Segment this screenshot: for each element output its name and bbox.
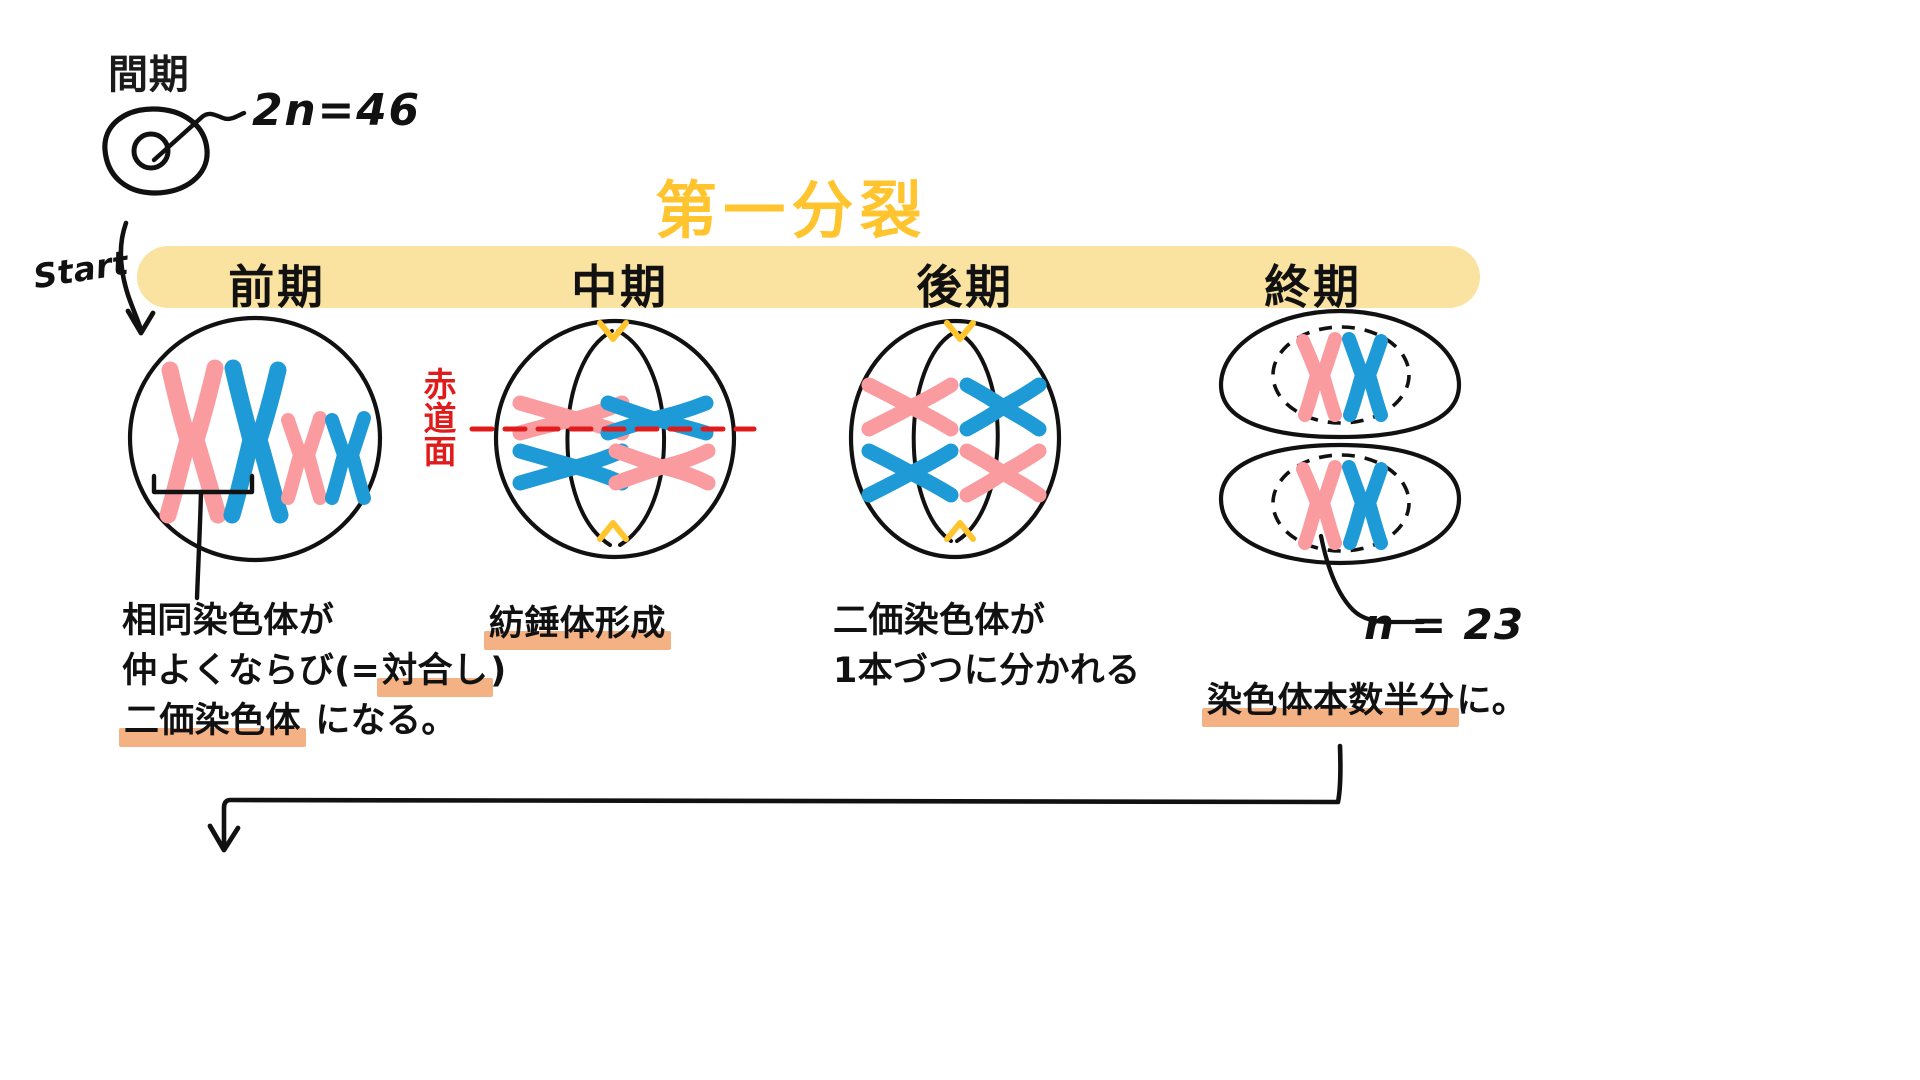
spindle-pole-bottom-icon — [595, 518, 631, 548]
equator-dashed-line — [468, 421, 758, 440]
prophase-caption: 相同染色体が 仲よくならび(=対合し) 二価染色体 になる。 — [119, 595, 507, 748]
interphase-label: 間期 — [108, 52, 190, 98]
prophase-caption-line-2: 仲よくならび(=対合し) — [122, 645, 507, 698]
prophase-caption-line-3: 二価染色体 になる。 — [119, 695, 507, 748]
telophase-caption: 染色体本数半分に。 — [1201, 675, 1527, 728]
start-arrow — [108, 215, 198, 349]
interphase-ploidy-label: 2n=46 — [252, 85, 421, 136]
anaphase-cell — [845, 315, 1065, 569]
telophase-ploidy-label: n = 23 — [1364, 600, 1525, 649]
telophase-cells — [1215, 305, 1465, 574]
phase-label-metaphase[interactable]: 中期 — [571, 260, 669, 314]
metaphase-highlight-spindle: 紡錘体形成 — [484, 598, 671, 651]
continuation-arrow — [200, 740, 1380, 874]
metaphase-caption-line-1: 紡錘体形成 — [484, 598, 671, 651]
telophase-leader-line — [1315, 530, 1435, 644]
metaphase-caption: 紡錘体形成 — [484, 598, 671, 651]
spindle-pole-top-icon — [595, 318, 631, 348]
anaphase-caption-line-1: 二価染色体が — [833, 601, 1046, 641]
telophase-caption-line-1: 染色体本数半分に。 — [1201, 675, 1527, 728]
anaphase-pole-top-icon — [942, 318, 978, 348]
interphase-cell-drawing — [85, 95, 225, 209]
page-title: 第一分裂 — [655, 174, 928, 247]
anaphase-caption-line-2: 1本づつに分かれる — [833, 651, 1141, 691]
ploidy-leader-line — [145, 95, 275, 179]
anaphase-pole-bottom-icon — [942, 518, 978, 548]
prophase-highlight-taigo: 対合し — [377, 645, 494, 698]
prophase-highlight-bivalent: 二価染色体 — [119, 695, 306, 748]
phase-bar — [137, 246, 1480, 308]
phase-label-anaphase[interactable]: 後期 — [916, 260, 1014, 314]
prophase-caption-line-1: 相同染色体が — [122, 601, 335, 641]
prophase-bracket — [148, 470, 268, 614]
phase-label-prophase[interactable]: 前期 — [228, 260, 326, 314]
telophase-highlight-halved: 染色体本数半分 — [1201, 675, 1460, 728]
equator-label: 赤道面 — [423, 365, 457, 472]
metaphase-cell — [490, 315, 740, 569]
phase-label-telophase[interactable]: 終期 — [1264, 260, 1362, 314]
anaphase-caption: 二価染色体が 1本づつに分かれる — [833, 595, 1141, 695]
